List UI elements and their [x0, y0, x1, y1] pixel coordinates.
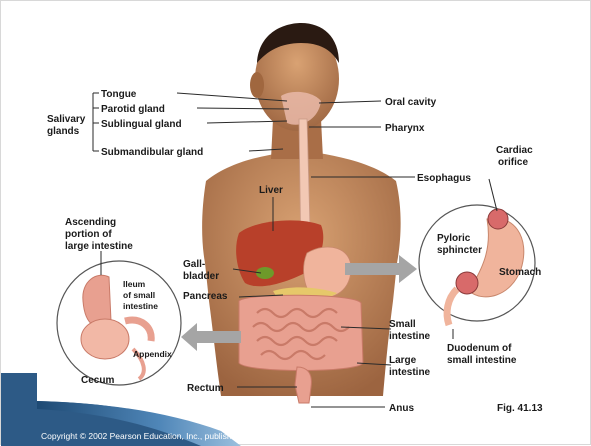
cecum-inset [57, 261, 181, 385]
esophagus-label: Esophagus [417, 173, 471, 184]
stomach-label: Stomach [499, 267, 541, 278]
ileum-label-3: intestine [123, 301, 158, 311]
ascending-portion-label-1: Ascending [65, 217, 116, 228]
figure-number: Fig. 41.13 [497, 403, 543, 414]
gallbladder-label-1: Gall- [183, 259, 205, 270]
cecum-label: Cecum [81, 375, 114, 386]
pancreas-label: Pancreas [183, 291, 228, 302]
pharynx-label: Pharynx [385, 123, 425, 134]
large-intestine-label-2: intestine [389, 367, 431, 378]
stomach-inset [419, 205, 535, 325]
rectum-shape [295, 367, 311, 403]
appendix-label: Appendix [133, 349, 172, 359]
duodenum-label-2: small intestine [447, 355, 517, 366]
salivary-glands-label-1: Salivary [47, 114, 86, 125]
pyloric-sphincter-label-1: Pyloric [437, 233, 471, 244]
anus-label: Anus [389, 403, 414, 414]
tongue-label: Tongue [101, 89, 137, 100]
rectum-label: Rectum [187, 383, 224, 394]
sublingual-gland-label: Sublingual gland [101, 119, 182, 130]
ascending-portion-label-2: portion of [65, 229, 112, 240]
cardiac-orifice-label-2: orifice [498, 157, 528, 168]
copyright-notice: Copyright © 2002 Pearson Education, Inc.… [41, 431, 335, 441]
submandibular-gland-label: Submandibular gland [101, 147, 203, 158]
oral-cavity-label: Oral cavity [385, 97, 437, 108]
large-intestine-label-1: Large [389, 355, 417, 366]
small-intestine-label-1: Small [389, 319, 416, 330]
parotid-gland-label: Parotid gland [101, 104, 165, 115]
duodenum-label-1: Duodenum of [447, 343, 512, 354]
pyloric-sphincter-label-2: sphincter [437, 245, 482, 256]
ileum-label-2: of small [123, 290, 155, 300]
ileum-label-1: Ileum [123, 279, 146, 289]
cardiac-orifice-label-1: Cardiac [496, 145, 533, 156]
large-intestine-shape [239, 295, 363, 370]
salivary-glands-label-2: glands [47, 126, 80, 137]
ascending-portion-label-3: large intestine [65, 241, 133, 252]
liver-label: Liver [259, 185, 283, 196]
gallbladder-label-2: bladder [183, 271, 219, 282]
ear [250, 72, 264, 98]
small-intestine-label-2: intestine [389, 331, 431, 342]
